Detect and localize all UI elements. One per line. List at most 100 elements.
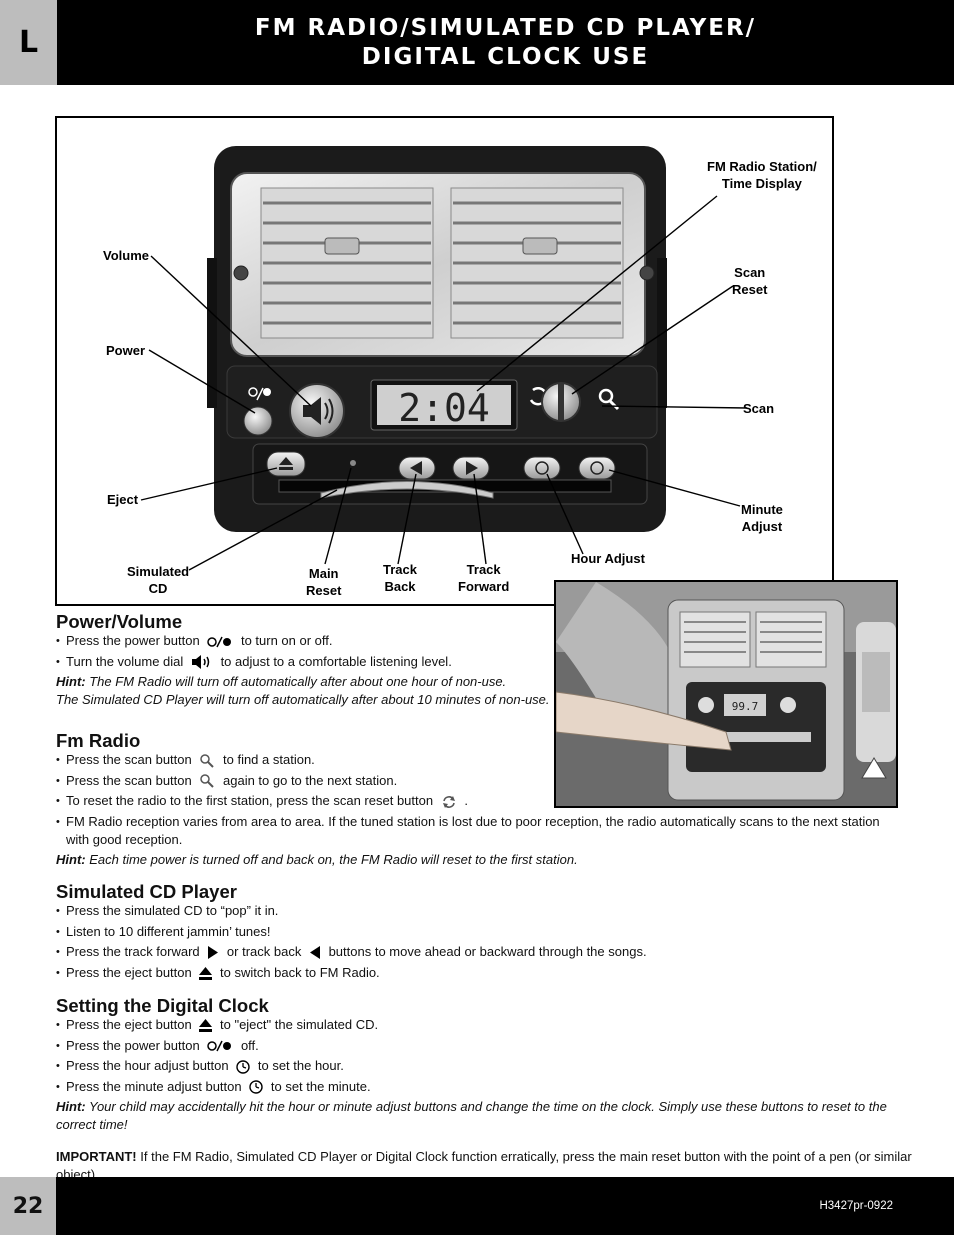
page-title: FM RADIO/SIMULATED CD PLAYER/ DIGITAL CL… — [57, 0, 954, 85]
bullet-text: to turn on or off. — [240, 633, 333, 648]
label-main-reset: Main Reset — [306, 565, 341, 599]
bullet-text: to find a station. — [223, 752, 315, 767]
hint-text: Your child may accidentally hit the hour… — [56, 1099, 887, 1132]
section-clock: Setting the Digital Clock Press the ejec… — [56, 996, 916, 1134]
photo-display-text: 99.7 — [732, 700, 759, 713]
list-item: Press the hour adjust button to set the … — [56, 1057, 916, 1075]
leader-lines — [140, 195, 748, 571]
scan-icon — [200, 774, 215, 788]
bullet-text: Press the track forward — [66, 944, 200, 959]
label-volume: Volume — [103, 248, 149, 263]
document-code: H3427pr-0922 — [819, 1200, 893, 1212]
list-item: Listen to 10 different jammin’ tunes! — [56, 923, 916, 941]
section-cd-player: Simulated CD Player Press the simulated … — [56, 882, 916, 984]
bullet-text: to set the hour. — [257, 1058, 344, 1073]
section-title-power-volume: Power/Volume — [56, 611, 183, 632]
label-scan-reset-line1: Scan — [734, 265, 766, 280]
bullet-text: Press the minute adjust button — [66, 1078, 242, 1094]
label-scan: Scan — [743, 401, 775, 416]
bullet-text: To reset the radio to the first station,… — [66, 793, 434, 808]
hint-label: Hint: — [56, 852, 86, 867]
fm-radio-list: Press the scan button to find a station.… — [56, 751, 916, 849]
list-item: Press the eject button to "eject" the si… — [56, 1016, 916, 1034]
section-title-cd-player: Simulated CD Player — [56, 881, 237, 902]
scan-reset-icon — [442, 795, 455, 808]
list-item: Press the eject button to switch back to… — [56, 964, 916, 982]
bullet-text: off. — [240, 1037, 259, 1053]
bullet-text: again to go to the next station. — [223, 772, 398, 788]
scan-icon — [200, 753, 215, 768]
label-hour-adjust: Hour Adjust — [571, 551, 645, 566]
main-reset-hole — [350, 460, 356, 466]
hint-text: Each time power is turned off and back o… — [89, 852, 578, 867]
hint-text: The Simulated CD Player will turn off au… — [56, 692, 550, 707]
label-minute-adjust-line1: Minute — [741, 502, 783, 517]
clock-icon — [236, 1059, 250, 1074]
section-tab: L — [0, 0, 57, 85]
bullet-text: to "eject" the simulated CD. — [220, 1017, 379, 1032]
hour-adjust-button — [523, 456, 561, 480]
bullet-text: to switch back to FM Radio. — [220, 964, 380, 980]
footer-bar — [56, 1177, 954, 1235]
hint-text: The FM Radio will turn off automatically… — [89, 674, 507, 689]
label-track-forward: Track Forward — [458, 561, 509, 595]
list-item: To reset the radio to the first station,… — [56, 792, 916, 810]
label-scan-reset: Scan Reset — [732, 264, 767, 298]
hint-power-volume: Hint: The FM Radio will turn off automat… — [56, 673, 916, 709]
label-power: Power — [106, 343, 146, 358]
section-title-fm-radio: Fm Radio — [56, 730, 141, 751]
bullet-text: . — [464, 793, 468, 808]
clock-icon — [249, 1080, 263, 1094]
list-item: Press the power button off. — [56, 1037, 916, 1055]
label-simulated-cd: Simulated CD — [127, 563, 189, 597]
eject-icon — [199, 1019, 213, 1033]
bullet-text: Press the power button — [66, 633, 200, 648]
label-fm-display-line1: FM Radio Station/ — [707, 159, 817, 174]
page-number: 22 — [0, 1177, 56, 1235]
bullet-text: Press the power button — [66, 1037, 200, 1053]
label-track-back-line1: Track — [383, 562, 417, 577]
label-minute-adjust-line2: Adjust — [741, 519, 783, 534]
bullet-text: buttons to move ahead or backward throug… — [328, 944, 647, 959]
label-track-forward-line2: Forward — [458, 579, 510, 594]
section-power-volume: Power/Volume Press the power button to t… — [56, 612, 916, 709]
eject-icon — [199, 966, 213, 980]
label-track-back-line2: Back — [384, 579, 416, 594]
bullet-text: Press the scan button — [66, 752, 192, 767]
bullet-text: Turn the volume dial — [66, 653, 184, 669]
label-track-back: Track Back — [383, 561, 417, 595]
label-main-reset-line1: Main — [308, 566, 339, 581]
power-button — [243, 406, 273, 436]
track-forward-icon — [208, 946, 219, 960]
label-fm-display-line2: Time Display — [721, 176, 802, 191]
bullet-text: Press the scan button — [66, 772, 192, 788]
hint-fm-radio: Hint: Each time power is turned off and … — [56, 851, 916, 869]
section-title-clock: Setting the Digital Clock — [56, 995, 269, 1016]
label-fm-display: FM Radio Station/ Time Display — [707, 158, 817, 192]
list-item: Press the track forward or track back bu… — [56, 943, 916, 961]
page-title-line1: FM RADIO/SIMULATED CD PLAYER/ — [254, 14, 757, 41]
clock-list: Press the eject button to "eject" the si… — [56, 1016, 916, 1096]
label-simulated-cd-line1: Simulated — [127, 564, 190, 579]
cd-player-list: Press the simulated CD to “pop” it in. L… — [56, 902, 916, 982]
lcd-display-time: 2:04 — [398, 386, 490, 430]
hint-label: Hint: — [56, 1099, 86, 1114]
list-item: Press the minute adjust button to set th… — [56, 1078, 916, 1096]
label-track-forward-line1: Track — [466, 562, 501, 577]
cd-tray — [320, 481, 494, 499]
hint-label: Hint: — [56, 674, 86, 689]
bullet-text: Press the eject button — [66, 964, 192, 980]
hint-clock: Hint: Your child may accidentally hit th… — [56, 1098, 906, 1134]
power-volume-list: Press the power button to turn on or off… — [56, 632, 916, 671]
radio-diagram: 2:04 — [55, 116, 834, 606]
bullet-text: to set the minute. — [270, 1078, 371, 1094]
bullet-text: Listen to 10 different jammin’ tunes! — [66, 923, 271, 939]
list-item: Press the simulated CD to “pop” it in. — [56, 902, 916, 920]
bullet-text: Press the simulated CD to “pop” it in. — [66, 903, 279, 918]
label-minute-adjust: Minute Adjust — [741, 501, 783, 535]
power-icon — [207, 636, 232, 647]
label-simulated-cd-line2: CD — [148, 581, 168, 596]
track-back-icon — [309, 946, 320, 960]
list-item: Turn the volume dial to adjust to a comf… — [56, 653, 916, 671]
power-icon — [207, 1040, 232, 1052]
